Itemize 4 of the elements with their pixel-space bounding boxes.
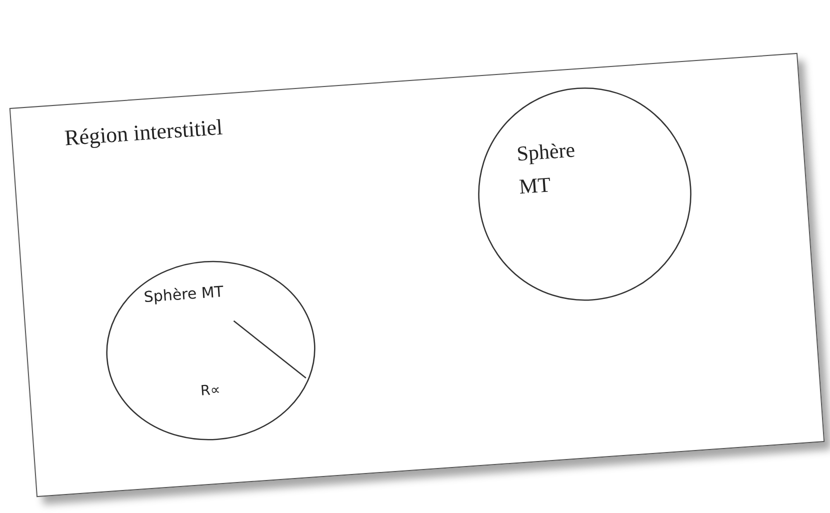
region-label: Région interstitiel [64, 113, 224, 152]
radius-label: R∝ [200, 381, 222, 400]
sphere-label: Sphère MT [143, 282, 226, 308]
sphere-label: Sphère MT [516, 136, 577, 200]
